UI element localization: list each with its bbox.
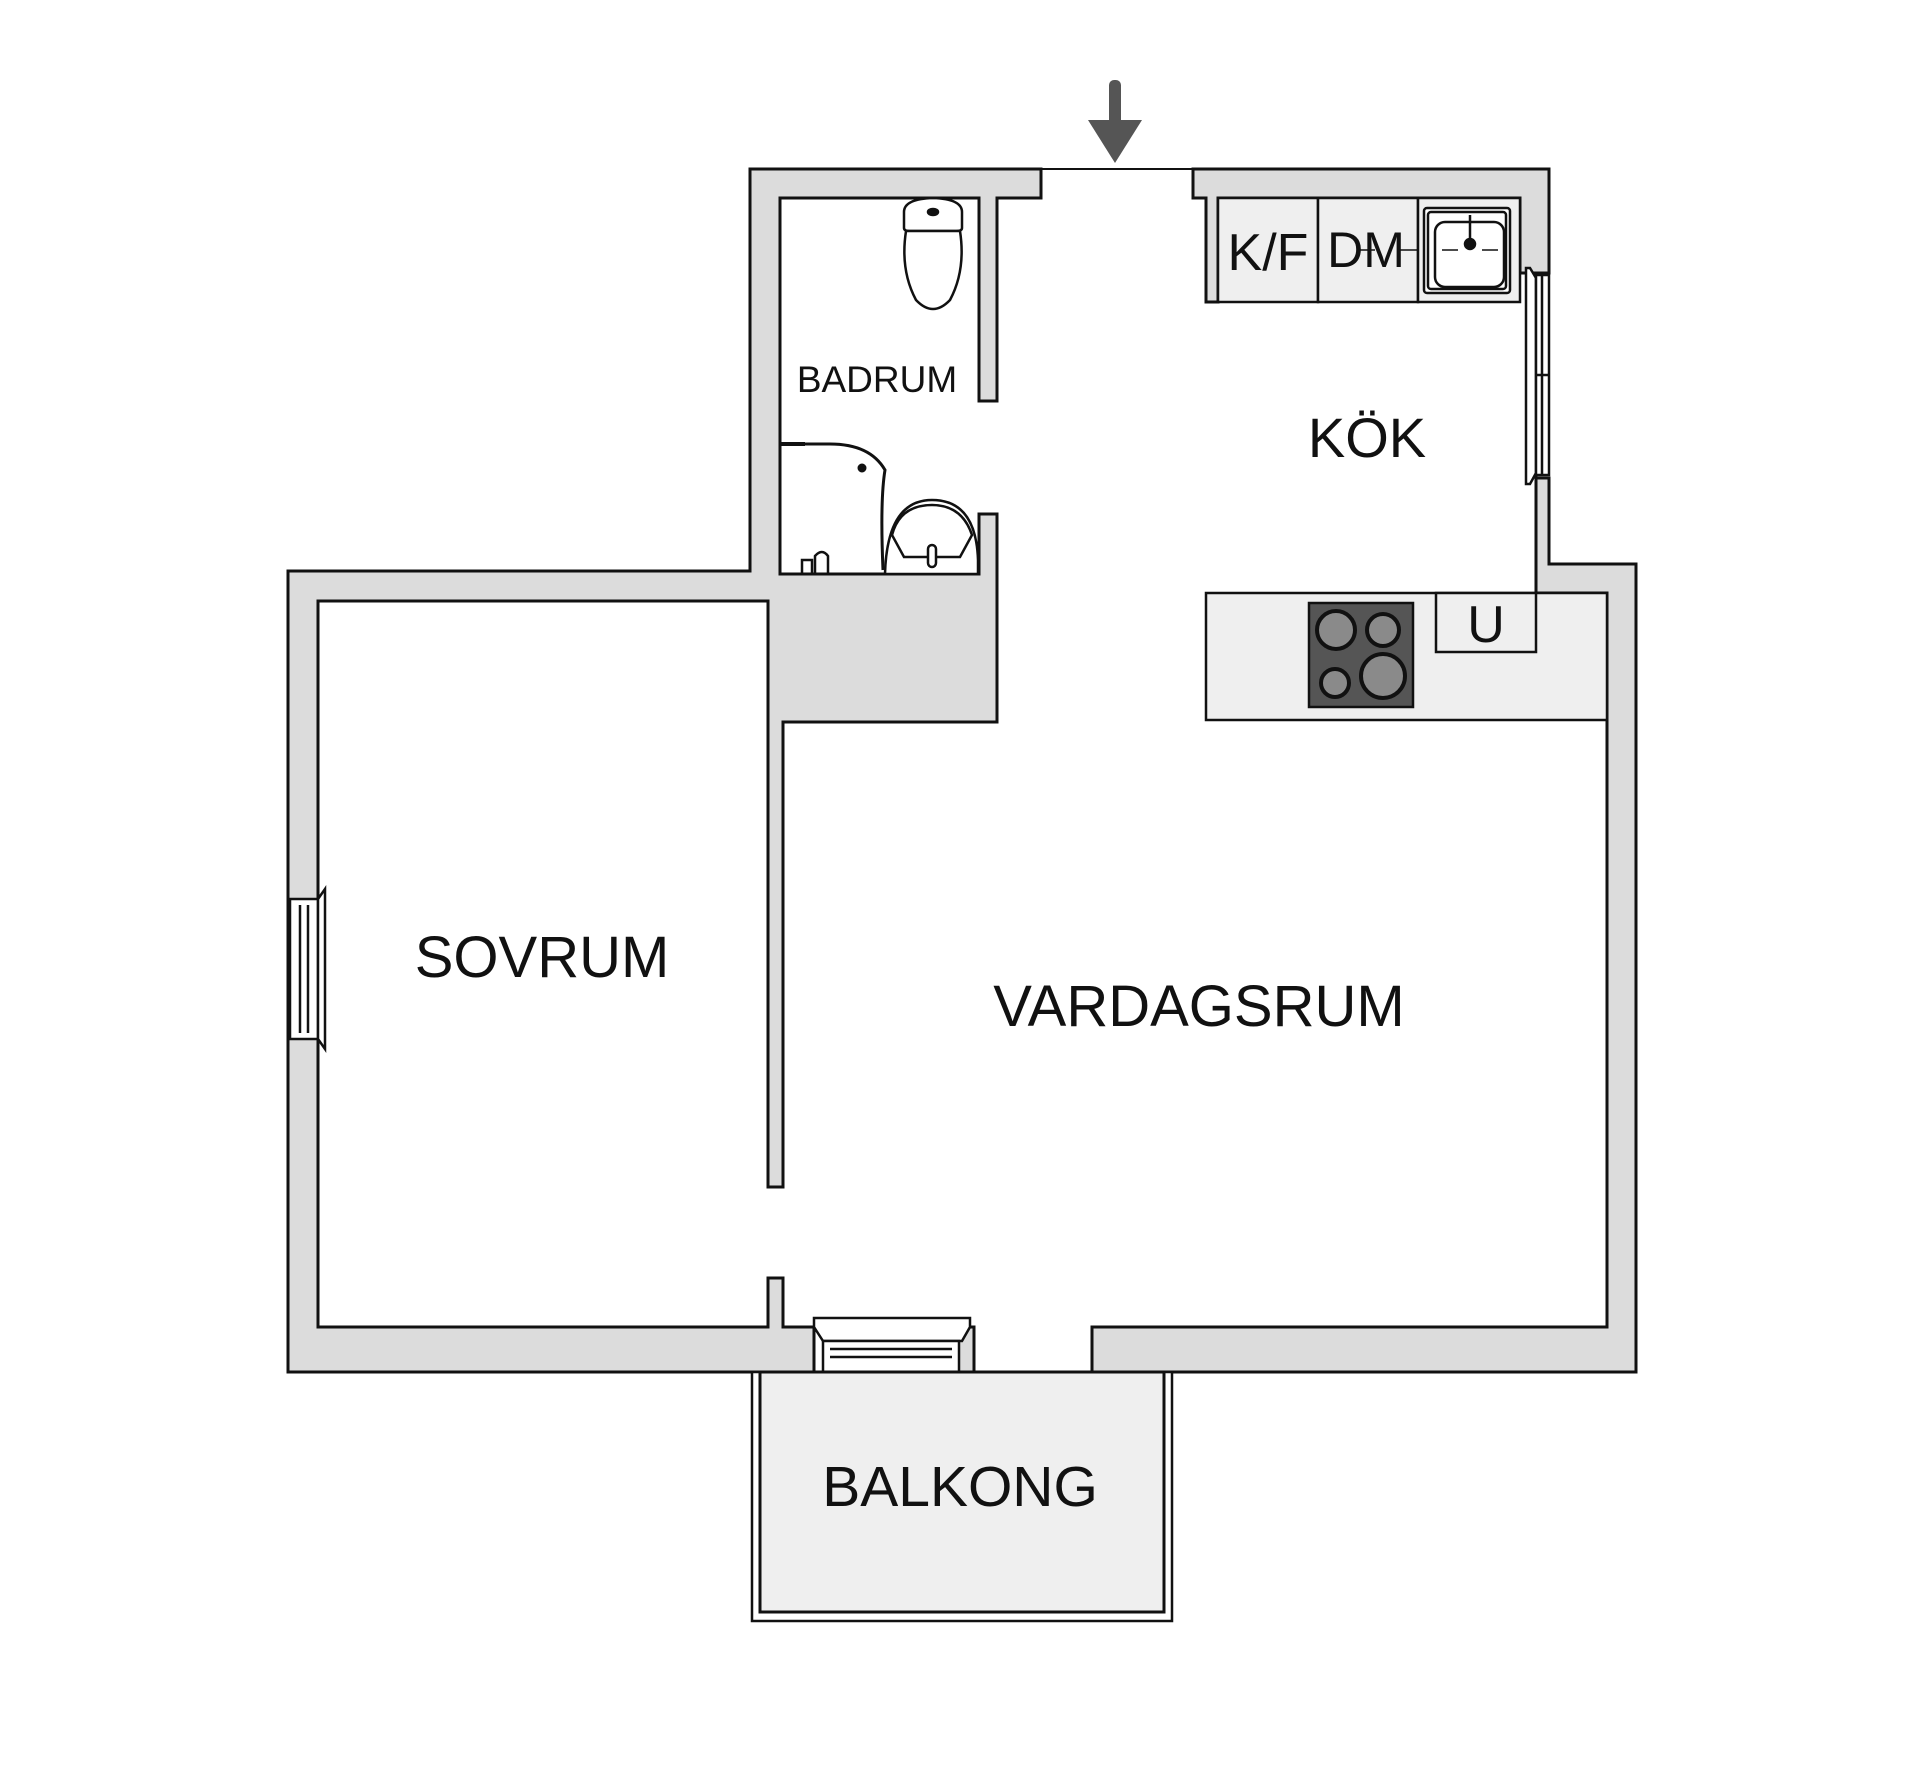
appliance-label-fridge-freezer: K/F <box>1228 224 1309 282</box>
bedroom-window <box>288 885 327 1053</box>
balcony-door <box>812 1316 972 1374</box>
kitchen-window <box>1524 266 1551 486</box>
toilet-icon <box>902 196 964 311</box>
sink-icon <box>1422 206 1512 295</box>
appliance-label-dishwasher: DM <box>1327 222 1405 278</box>
walls <box>286 167 1638 1374</box>
room-label-balkong: BALKONG <box>822 1455 1098 1519</box>
shower-icon <box>780 442 887 574</box>
balcony <box>750 1370 1174 1623</box>
hob-icon <box>1307 601 1415 709</box>
washbasin-icon <box>883 498 980 576</box>
entrance-arrow-icon <box>1088 80 1142 163</box>
room-label-vardagsrum: VARDAGSRUM <box>993 974 1404 1039</box>
room-label-kok: KÖK <box>1308 406 1426 469</box>
appliance-label-oven: U <box>1467 596 1505 654</box>
room-label-sovrum: SOVRUM <box>415 925 670 990</box>
room-label-badrum: BADRUM <box>797 359 957 400</box>
